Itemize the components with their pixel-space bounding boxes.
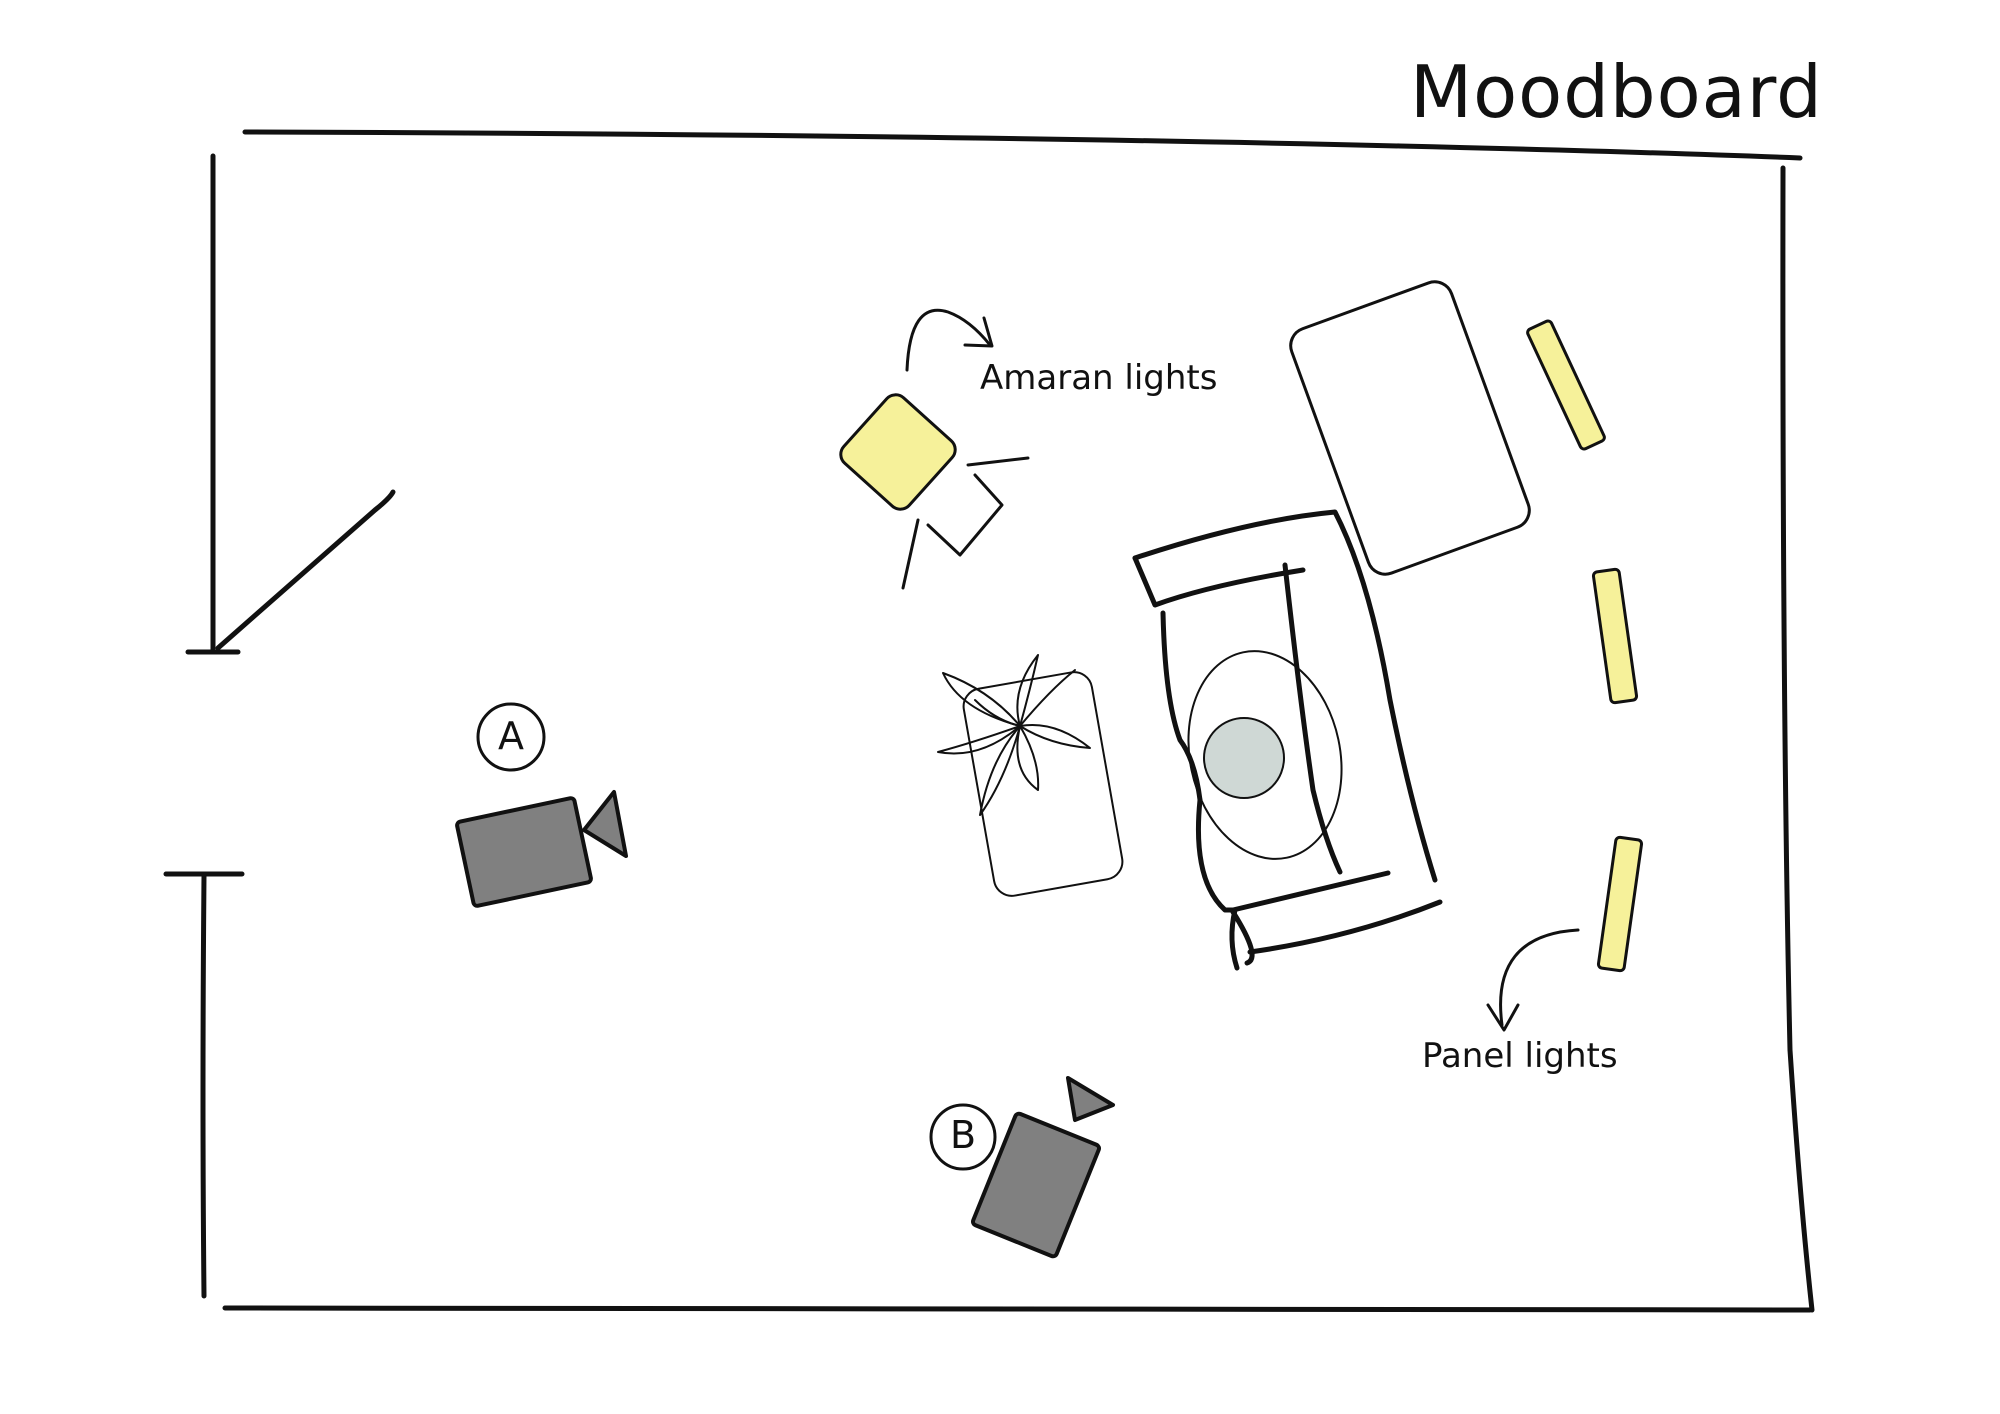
amaran-light-panel	[839, 393, 957, 511]
wall-left-lower	[200, 873, 207, 1299]
room-walls	[163, 129, 1815, 1313]
plant-table	[937, 654, 1124, 897]
round-stool	[1203, 717, 1285, 799]
camera-b	[929, 1076, 1115, 1259]
camera-a-body	[455, 796, 593, 908]
camera-b-marker	[929, 1103, 997, 1171]
camera-b-body	[971, 1111, 1101, 1259]
camera-a-lens	[582, 790, 628, 858]
wall-bottom	[222, 1304, 1813, 1313]
plant-table-top	[962, 671, 1124, 897]
wall-top	[242, 129, 1803, 161]
panel-arrow	[1486, 928, 1580, 1032]
rug-oval	[1187, 650, 1343, 860]
camera-b-lens	[1066, 1076, 1115, 1122]
wall-right	[1780, 165, 1815, 1313]
diagram-title: Moodboard	[1410, 50, 1823, 134]
plant-icon	[937, 654, 1091, 816]
camera-a-letter: A	[498, 714, 524, 758]
amaran-lights-label: Amaran lights	[980, 358, 1218, 398]
amaran-light-stand-leg-2	[901, 518, 920, 590]
sofa	[1132, 509, 1443, 971]
wall-left-upper	[210, 153, 216, 653]
amaran-light-stand-leg-1	[966, 456, 1030, 467]
panel-lights-label: Panel lights	[1422, 1036, 1618, 1076]
camera-a	[455, 702, 628, 908]
amaran-light	[839, 393, 1030, 590]
amaran-arrow	[905, 308, 994, 372]
panel-light-3	[1596, 835, 1644, 973]
door-swing	[215, 489, 396, 651]
side-table	[1289, 280, 1531, 576]
amaran-light-stand-base	[926, 473, 1004, 557]
camera-a-marker	[476, 702, 546, 772]
panel-light-2	[1591, 567, 1639, 705]
camera-b-letter: B	[949, 1113, 977, 1157]
panel-lights	[1526, 319, 1644, 973]
panel-light-1	[1526, 319, 1606, 451]
